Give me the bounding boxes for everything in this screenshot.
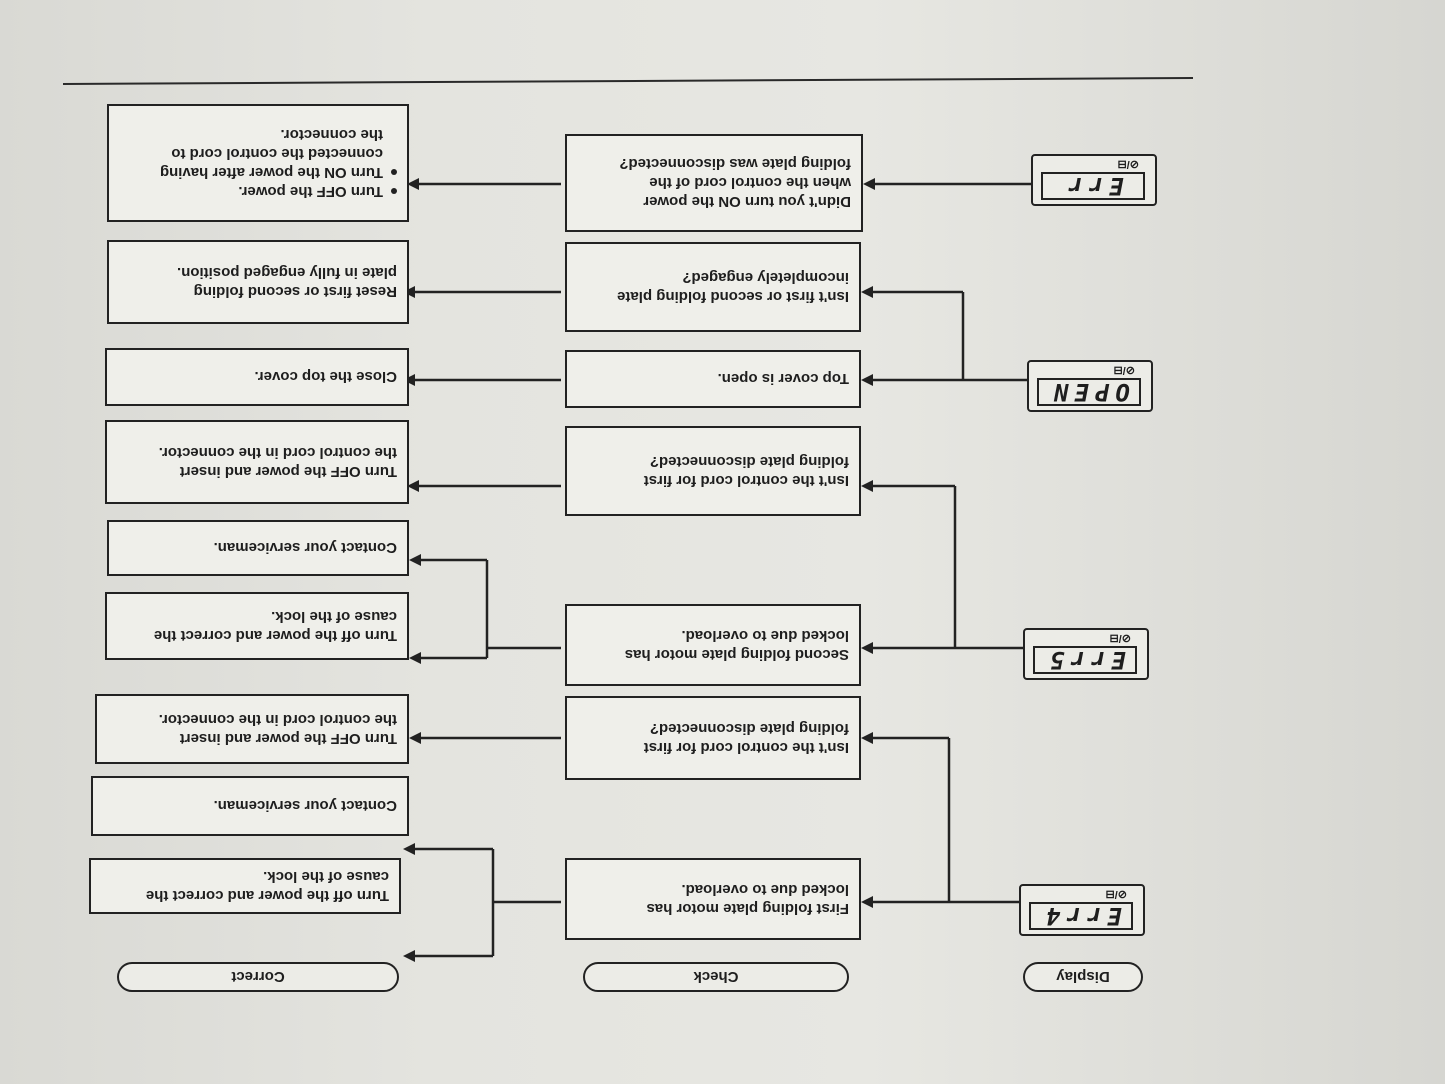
check-box-2: Isn't the control cord for first folding … [565,696,861,780]
check-line: Isn't the control cord for first [643,739,849,756]
check-line: Isn't first or second folding plate [617,288,849,305]
check-line: folding plate disconnected? [649,720,849,737]
correct-box-7: Close the top cover. [105,348,409,406]
correct-line: the control cord in the connector. [158,711,397,728]
correct-line: connected the control cord to [171,145,383,162]
check-line: Isn't the control cord for first [643,472,849,489]
correct-box-3: Turn OFF the power and insert the control… [95,694,409,764]
check-box-5: Top cover is open. [565,350,861,408]
correct-box-9: Turn OFF the power. Turn ON the power af… [107,104,409,222]
correct-line: Turn ON the power after having [160,163,397,182]
correct-line: cause of the lock. [271,608,397,625]
correct-line: Turn OFF the power. [160,182,397,201]
correct-line: the control cord in the connector. [158,444,397,461]
bullet-text: Turn ON the power after having [159,164,383,181]
correct-line: Reset first or second folding [193,283,397,300]
correct-line: plate in fully engaged position. [176,264,397,281]
check-box-3: Second folding plate motor has locked due… [565,604,861,686]
bullet-icon [391,187,397,194]
check-line: incompletely engaged? [682,269,849,286]
correct-line: cause of the lock. [263,868,389,885]
correct-line: Turn off the power and correct the [153,627,397,644]
check-box-4: Isn't the control cord for first folding … [565,426,861,516]
correct-line: Turn off the power and correct the [145,887,389,904]
correct-line: Turn OFF the power and insert [179,463,397,480]
check-line: locked due to overload. [681,627,849,644]
correct-box-5: Contact your serviceman. [107,520,409,576]
correct-box-2: Contact your serviceman. [91,776,409,836]
correct-box-4: Turn off the power and correct the cause … [105,592,409,660]
correct-box-1: Turn off the power and correct the cause … [89,858,401,914]
check-line: when the control cord of the [649,174,851,192]
bullet-icon [391,168,397,175]
check-box-6: Isn't first or second folding plate incom… [565,242,861,332]
check-line: locked due to overload. [681,881,849,898]
check-line: First folding plate motor has [646,900,849,917]
correct-box-6: Turn OFF the power and insert the control… [105,420,409,504]
check-line: Second folding plate motor has [624,646,849,663]
check-line: folding plate was disconnected? [619,155,851,173]
bullet-text: Turn OFF the power. [238,183,383,200]
correct-line: Turn OFF the power and insert [179,730,397,747]
check-box-1: First folding plate motor has locked due … [565,858,861,940]
check-line: folding plate disconnected? [649,453,849,470]
correct-box-8: Reset first or second folding plate in fu… [107,240,409,324]
correct-line: the connector. [280,126,383,143]
check-line: Didn't you turn ON the power [643,193,851,211]
